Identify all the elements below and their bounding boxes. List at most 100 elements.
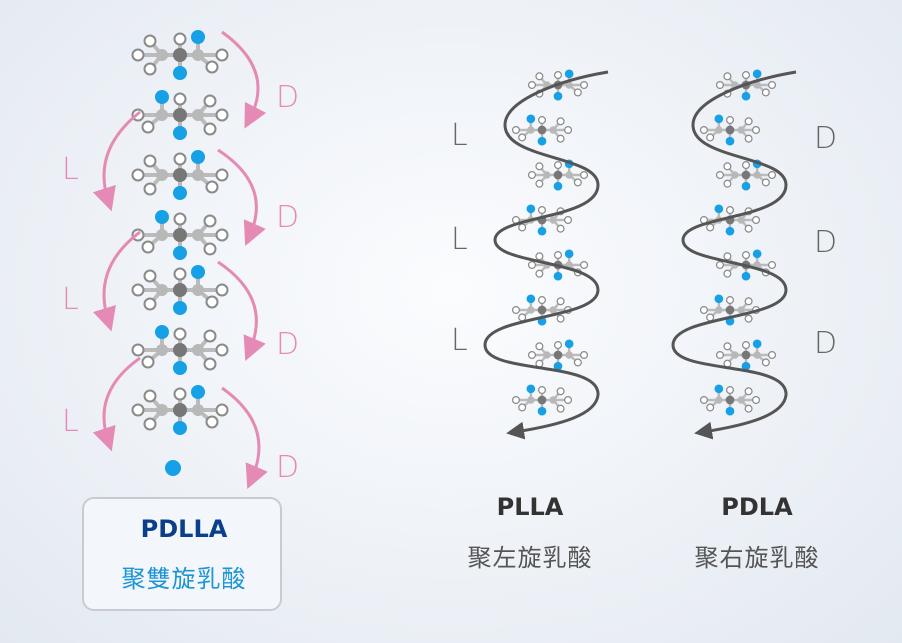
pdlla-chinese-name: 聚雙旋乳酸 bbox=[121, 565, 247, 593]
hydrogen-atom bbox=[203, 122, 217, 136]
hydrogen-atom bbox=[580, 170, 589, 180]
oxygen-atom bbox=[564, 69, 574, 79]
carbon-atom bbox=[549, 396, 557, 404]
hydrogen-atom bbox=[715, 260, 724, 270]
carbon-atom bbox=[173, 108, 187, 122]
hydrogen-atom bbox=[723, 342, 732, 351]
oxygen-atom bbox=[537, 136, 547, 146]
carbon-atom bbox=[737, 396, 745, 404]
carbon-atom bbox=[741, 350, 751, 360]
hydrogen-atom bbox=[143, 154, 157, 168]
hydrogen-atom bbox=[518, 313, 527, 322]
hydrogen-atom bbox=[699, 305, 708, 315]
hydrogen-atom bbox=[518, 133, 527, 142]
hydrogen-atom bbox=[556, 404, 565, 413]
hydrogen-atom bbox=[173, 387, 187, 401]
oxygen-atom bbox=[191, 150, 205, 164]
pdlla-label-d-2: D bbox=[276, 200, 300, 235]
plla-molecule-chain bbox=[511, 69, 589, 416]
hydrogen-atom bbox=[141, 355, 155, 369]
carbon-atom bbox=[156, 404, 168, 416]
carbon-atom bbox=[173, 403, 187, 417]
carbon-atom bbox=[527, 396, 535, 404]
oxygen-atom bbox=[173, 301, 187, 315]
carbon-atom bbox=[715, 306, 723, 314]
carbon-atom bbox=[192, 169, 204, 181]
hydrogen-atom bbox=[725, 206, 735, 215]
carbon-atom bbox=[156, 284, 168, 296]
hydrogen-atom bbox=[715, 80, 724, 90]
carbon-atom bbox=[527, 306, 535, 314]
hydrogen-atom bbox=[215, 403, 229, 417]
carbon-atom bbox=[543, 171, 551, 179]
oxygen-atom bbox=[155, 90, 169, 104]
lactic-acid-unit-icon bbox=[699, 384, 761, 416]
hydrogen-atom bbox=[143, 182, 157, 196]
plla-helix bbox=[483, 69, 609, 440]
oxygen-atom bbox=[537, 226, 547, 236]
oxygen-atom bbox=[191, 30, 205, 44]
hydrogen-atom bbox=[761, 88, 770, 97]
hydrogen-atom bbox=[699, 125, 708, 135]
oxygen-atom bbox=[165, 460, 181, 476]
hydrogen-atom bbox=[723, 179, 732, 188]
hydrogen-atom bbox=[564, 125, 573, 135]
oxygen-atom bbox=[173, 361, 187, 375]
oxygen-atom bbox=[725, 226, 735, 236]
hydrogen-atom bbox=[741, 71, 751, 80]
hydrogen-atom bbox=[556, 224, 565, 233]
lactic-acid-unit-icon bbox=[527, 339, 589, 371]
hydrogen-atom bbox=[706, 313, 715, 322]
carbon-atom bbox=[192, 404, 204, 416]
carbon-atom bbox=[753, 81, 761, 89]
carbon-atom bbox=[725, 125, 735, 135]
hydrogen-atom bbox=[725, 116, 735, 125]
hydrogen-atom bbox=[553, 161, 563, 170]
hydrogen-atom bbox=[131, 48, 145, 62]
hydrogen-atom bbox=[723, 162, 732, 171]
hydrogen-atom bbox=[173, 267, 187, 281]
pdlla-label-l-2: L bbox=[62, 282, 79, 317]
hydrogen-atom bbox=[744, 314, 753, 323]
oxygen-atom bbox=[553, 361, 563, 371]
oxygen-atom bbox=[752, 339, 762, 349]
carbon-atom bbox=[753, 351, 761, 359]
oxygen-atom bbox=[537, 406, 547, 416]
hydrogen-atom bbox=[725, 296, 735, 305]
carbon-atom bbox=[537, 125, 547, 135]
carbon-atom bbox=[549, 216, 557, 224]
helix-curve bbox=[671, 70, 797, 440]
pdlla-name: PDLLA bbox=[140, 515, 228, 543]
lactic-acid-unit-icon bbox=[131, 210, 229, 260]
oxygen-atom bbox=[741, 271, 751, 281]
hydrogen-atom bbox=[131, 403, 145, 417]
oxygen-atom bbox=[752, 69, 762, 79]
hydrogen-atom bbox=[564, 215, 573, 225]
carbon-atom bbox=[715, 396, 723, 404]
carbon-atom bbox=[565, 171, 573, 179]
hydrogen-atom bbox=[131, 343, 145, 357]
carbon-atom bbox=[537, 305, 547, 315]
lactic-acid-unit-icon bbox=[699, 294, 761, 326]
oxygen-atom bbox=[155, 325, 169, 339]
hydrogen-atom bbox=[535, 179, 544, 188]
hydrogen-atom bbox=[741, 341, 751, 350]
carbon-atom bbox=[192, 49, 204, 61]
carbon-atom bbox=[725, 305, 735, 315]
hydrogen-atom bbox=[768, 170, 777, 180]
hydrogen-atom bbox=[580, 80, 589, 90]
hydrogen-atom bbox=[215, 228, 229, 242]
hydrogen-atom bbox=[556, 117, 565, 126]
hydrogen-atom bbox=[511, 305, 520, 315]
curved-arrow-icon bbox=[92, 110, 141, 212]
oxygen-atom bbox=[714, 384, 724, 394]
hydrogen-atom bbox=[553, 341, 563, 350]
hydrogen-atom bbox=[205, 295, 219, 309]
carbon-atom bbox=[737, 306, 745, 314]
pdlla-molecule-chain bbox=[131, 30, 229, 476]
hydrogen-atom bbox=[215, 283, 229, 297]
hydrogen-atom bbox=[143, 62, 157, 76]
pdlla-label-d-4: D bbox=[276, 450, 300, 485]
hydrogen-atom bbox=[725, 386, 735, 395]
hydrogen-atom bbox=[537, 296, 547, 305]
